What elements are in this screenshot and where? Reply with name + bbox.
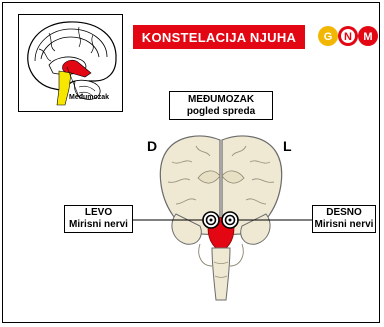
view-label-subtitle: pogled spreda [170, 106, 272, 118]
brainstem [212, 248, 230, 300]
left-callout-subtitle: Mirisni nervi [65, 219, 132, 231]
side-label-right: L [283, 138, 292, 154]
view-label: MEĐUMOZAK pogled spreda [169, 91, 273, 120]
side-label-left: D [147, 138, 157, 154]
left-target-icon [203, 212, 219, 228]
right-callout-title: DESNO [313, 207, 375, 219]
left-nerve-callout: LEVO Mirisni nervi [64, 205, 133, 233]
right-nerve-callout: DESNO Mirisni nervi [312, 205, 376, 233]
right-target-icon [222, 212, 238, 228]
right-callout-subtitle: Mirisni nervi [313, 219, 375, 231]
left-callout-title: LEVO [65, 207, 132, 219]
view-label-title: MEĐUMOZAK [170, 94, 272, 106]
